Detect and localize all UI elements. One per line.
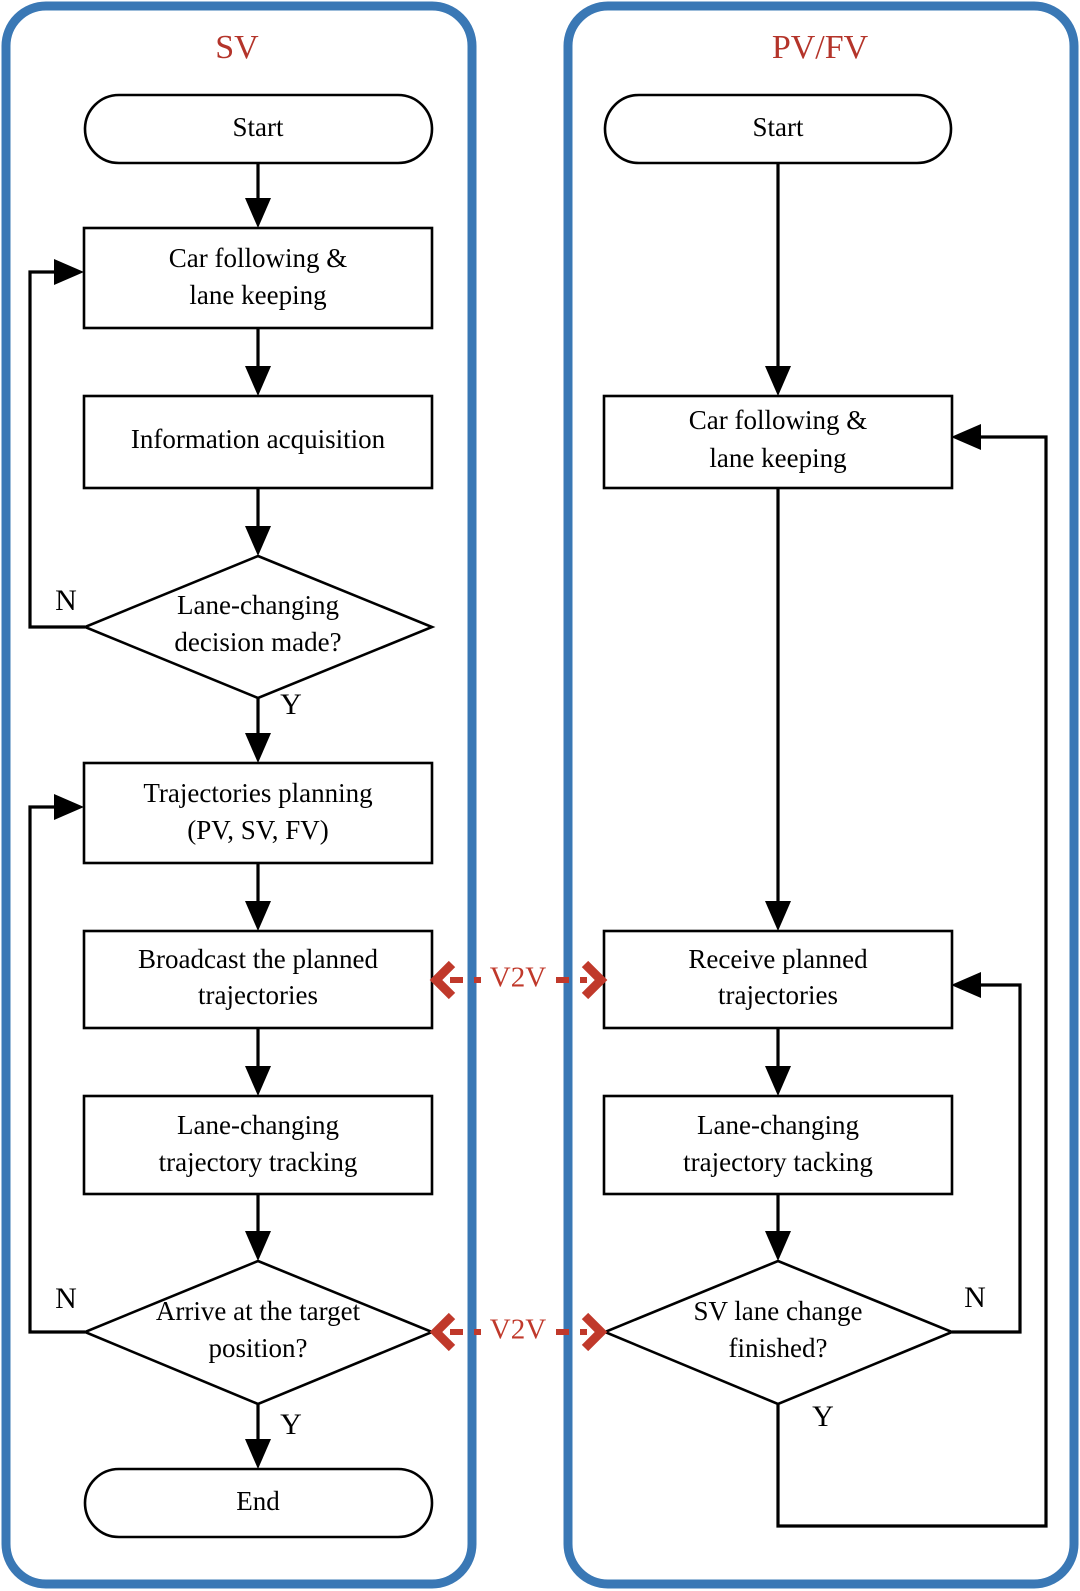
node-sv-end-label: End [236,1486,280,1516]
connector-pvfv-finished-no-loop [952,983,1022,1334]
node-sv-broadcast-trajectories-line1: Broadcast the planned [138,944,378,974]
node-pvfv-trajectory-tacking-line2: trajectory tacking [683,1147,873,1177]
node-sv-broadcast-trajectories-line2: trajectories [198,980,318,1010]
arrowhead-sv-end [245,1439,271,1469]
arrowhead-sv-planning-loop [54,794,84,820]
node-sv-information-acquisition-label: Information acquisition [131,424,386,454]
v2v-top-label: V2V [490,962,546,994]
node-sv-information-acquisition[interactable] [82,394,434,490]
v2v-bottom-label: V2V [490,1314,546,1346]
node-pvfv-start-label: Start [753,112,804,142]
node-sv-lane-decision[interactable] [81,554,436,700]
node-pvfv-car-following-line2: lane keeping [709,443,846,473]
v2v-top-arrowhead-left [429,960,456,1000]
node-sv-end[interactable] [83,1467,434,1539]
node-pvfv-car-following[interactable] [602,394,954,490]
branch-label-pvfv-finished-yes: Y [812,1400,834,1433]
panel-title-pvfv: PV/FV [772,29,869,66]
branch-label-sv-arrive-yes: Y [280,1408,302,1441]
node-sv-arrive-decision[interactable] [81,1259,436,1406]
node-pvfv-receive-trajectories-line1: Receive planned [688,944,868,974]
node-sv-start[interactable] [83,93,434,165]
arrowhead-pvfv-receive-loop [951,972,981,998]
node-sv-lane-decision-line2: decision made? [174,627,341,657]
branch-label-sv-lane-no: N [55,584,77,617]
node-sv-start-label: Start [233,112,284,142]
arrowhead-pvfv-carfollowing [765,366,791,396]
node-sv-trajectory-tracking-line2: trajectory tracking [159,1147,358,1177]
node-sv-car-following[interactable] [82,226,434,330]
node-sv-trajectory-tracking[interactable] [82,1094,434,1196]
arrowhead-sv-planning [245,733,271,763]
arrowhead-sv-arrive [245,1231,271,1261]
node-sv-car-following-line2: lane keeping [189,280,326,310]
node-pvfv-receive-trajectories[interactable] [602,929,954,1030]
arrowhead-sv-info [245,366,271,396]
branch-label-pvfv-finished-no: N [964,1281,986,1314]
node-pvfv-receive-trajectories-line2: trajectories [718,980,838,1010]
node-sv-trajectories-planning[interactable] [82,761,434,865]
node-sv-broadcast-trajectories[interactable] [82,929,434,1030]
node-sv-lane-decision-line1: Lane-changing [177,590,339,620]
arrowhead-pvfv-decision [765,1231,791,1261]
node-pvfv-start[interactable] [603,93,953,165]
connector-sv-decision-no-loop [28,270,85,629]
panel-frame-sv [1,1,477,1589]
v2v-top-arrowhead-right [581,960,608,1000]
arrowhead-sv-carfollowing-loop [54,259,84,285]
node-sv-arrive-decision-line2: position? [209,1333,308,1363]
panel-frame-pvfv [563,1,1079,1589]
node-pvfv-trajectory-tacking-line1: Lane-changing [697,1110,859,1140]
node-sv-trajectories-planning-line1: Trajectories planning [143,778,372,808]
arrowhead-pvfv-receive [765,901,791,931]
node-sv-arrive-decision-line1: Arrive at the target [156,1296,361,1326]
arrowhead-pvfv-carfollowing-loop [951,424,981,450]
node-sv-trajectory-tracking-line1: Lane-changing [177,1110,339,1140]
arrowhead-sv-decision-lane [245,526,271,556]
panel-title-sv: SV [215,29,259,66]
node-pvfv-trajectory-tacking[interactable] [602,1094,954,1196]
v2v-bottom-arrowhead-left [429,1312,456,1352]
arrowhead-sv-tracking [245,1066,271,1096]
node-sv-car-following-line1: Car following & [169,243,347,273]
branch-label-sv-lane-yes: Y [280,688,302,721]
node-pvfv-car-following-line1: Car following & [689,405,867,435]
arrowhead-sv-carfollowing [245,198,271,228]
node-pvfv-finished-decision[interactable] [601,1259,956,1406]
connector-pvfv-finished-yes-loop [776,435,1048,1528]
v2v-bottom-arrowhead-right [581,1312,608,1352]
connector-sv-arrive-no-loop [28,805,85,1334]
branch-label-sv-arrive-no: N [55,1282,77,1315]
node-pvfv-finished-decision-line2: finished? [729,1333,828,1363]
arrowhead-sv-broadcast [245,901,271,931]
node-pvfv-finished-decision-line1: SV lane change [694,1296,863,1326]
arrowhead-pvfv-tacking [765,1066,791,1096]
node-sv-trajectories-planning-line2: (PV, SV, FV) [187,815,329,845]
